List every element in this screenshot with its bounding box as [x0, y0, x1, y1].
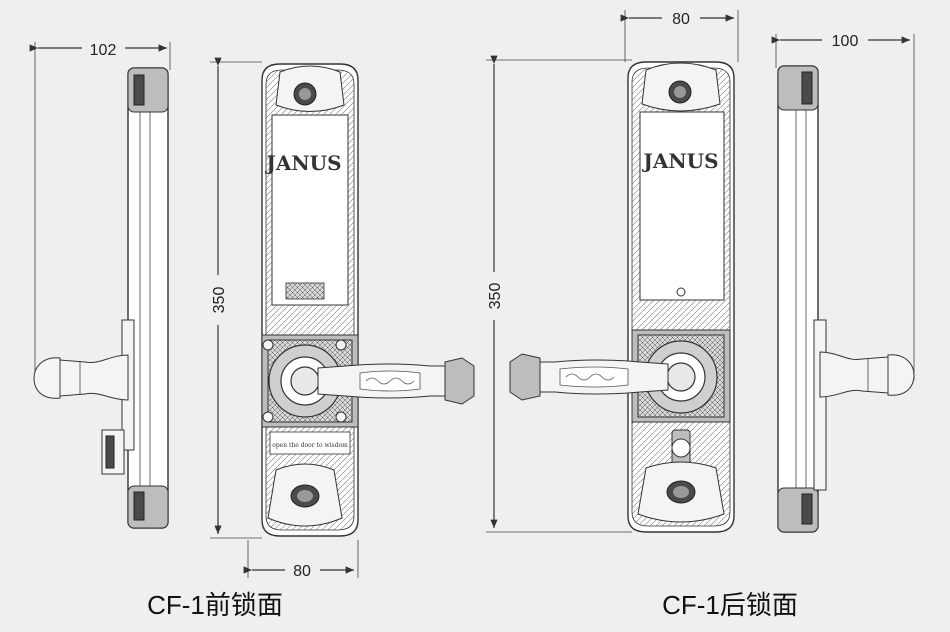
dim-front-height: 350 [211, 287, 228, 314]
front-logo: JANUS [264, 151, 341, 175]
front-motto: open the door to wisdom [272, 442, 348, 449]
dim-front-width: 80 [293, 563, 311, 580]
dim-left-depth: 102 [90, 42, 117, 59]
dim-right-depth: 100 [832, 33, 859, 50]
reset-button-icon [676, 287, 686, 297]
front-caption: CF-1前锁面 [147, 590, 283, 620]
back-caption: CF-1后锁面 [662, 590, 798, 620]
dim-back-height: 350 [487, 283, 504, 310]
front-view: 350 80 JANUS open the door to wi [210, 57, 475, 580]
back-view: 80 350 JANUS [486, 10, 739, 533]
dim-back-width: 80 [672, 11, 690, 28]
right-side-view: 100 [771, 33, 915, 533]
left-side-view: 102 [29, 42, 171, 529]
fingerprint-sensor [285, 282, 325, 300]
back-logo: JANUS [641, 149, 718, 173]
